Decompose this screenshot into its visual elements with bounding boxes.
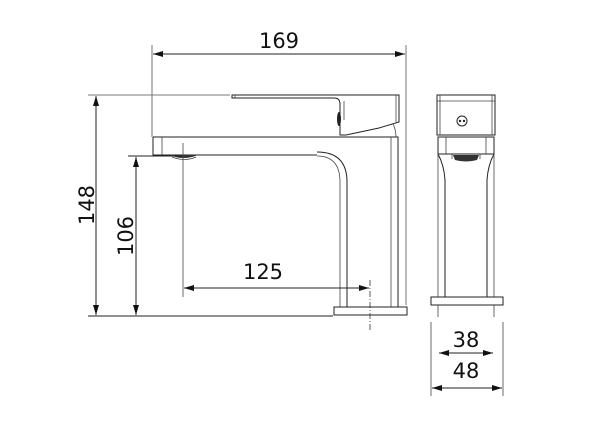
spout-arm [152, 136, 399, 307]
temperature-indicator-icon [456, 115, 468, 127]
side-view [152, 94, 408, 316]
front-view [430, 94, 504, 317]
dimension-label-48: 48 [453, 359, 480, 383]
base-plate [333, 306, 408, 316]
dimension-body-width: 38 [439, 328, 493, 356]
handle-lever [231, 94, 400, 138]
dimension-label-169: 169 [259, 29, 299, 53]
dimension-base-width: 48 [430, 322, 504, 396]
dimension-overall-height: 148 [75, 94, 333, 317]
dimension-spout-reach: 125 [182, 143, 371, 330]
dimension-label-38: 38 [453, 328, 480, 352]
dimension-label-148: 148 [75, 185, 99, 225]
dimension-spout-height: 106 [114, 155, 183, 315]
dimension-label-106: 106 [114, 216, 138, 256]
dimension-overall-length: 169 [151, 29, 407, 305]
dimension-label-125: 125 [243, 260, 283, 284]
